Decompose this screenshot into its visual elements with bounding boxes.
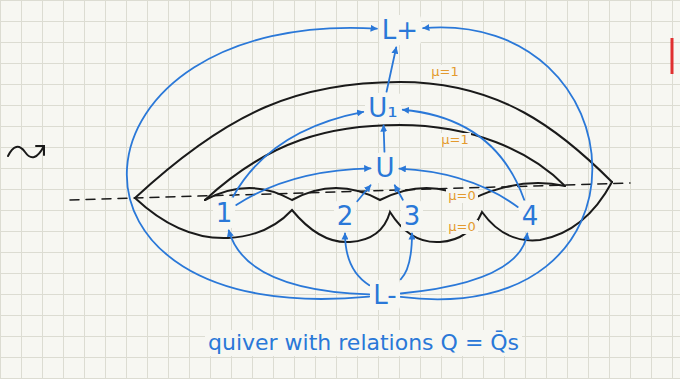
weight-label: μ=0: [446, 220, 477, 234]
quiver-arrow: [383, 125, 386, 151]
weight-label: μ=1: [429, 65, 460, 79]
vertex-label: 4: [522, 201, 539, 231]
quiver-vertex: U: [372, 153, 397, 184]
quiver-arrow: [403, 110, 524, 200]
quiver-arrow: [345, 233, 369, 285]
quiver-arrow: [395, 185, 403, 199]
quiver-vertex: 3: [401, 201, 424, 232]
vertex-label: U₁: [368, 93, 397, 123]
dashed-axis: [70, 183, 630, 200]
quiver-arrow: [236, 168, 370, 205]
lower-wave: [135, 182, 612, 242]
quiver-arrow: [229, 230, 370, 294]
vertex-label: 2: [337, 201, 354, 231]
quiver-arrow: [357, 185, 370, 201]
squiggle-arrow: [8, 146, 44, 157]
quiver-vertex: 1: [213, 198, 236, 229]
quiver-vertex: L-: [370, 280, 399, 311]
outer-arc: [135, 82, 612, 198]
quiver-vertex: L+: [379, 15, 421, 46]
quiver-arrow: [401, 233, 528, 293]
vertex-label: 3: [404, 201, 421, 231]
quiver-arrow: [127, 28, 377, 299]
vertex-label: U: [375, 153, 394, 183]
red-mark: [671, 38, 674, 74]
vertex-label: 1: [216, 198, 233, 228]
caption: quiver with relations Q = Q̄s: [205, 330, 522, 356]
quiver-vertex: 4: [519, 201, 542, 232]
quiver-vertex: U₁: [365, 93, 400, 124]
vertex-label: L-: [373, 280, 396, 310]
weight-label: μ=0: [446, 189, 477, 203]
quiver-arrow: [401, 233, 412, 279]
vertex-label: L+: [382, 15, 418, 45]
weight-label: μ=1: [439, 133, 470, 147]
quiver-arrow: [387, 47, 397, 91]
quiver-vertex: 2: [334, 201, 357, 232]
quiver-arrow: [401, 27, 593, 299]
quiver-arrow: [233, 112, 363, 197]
